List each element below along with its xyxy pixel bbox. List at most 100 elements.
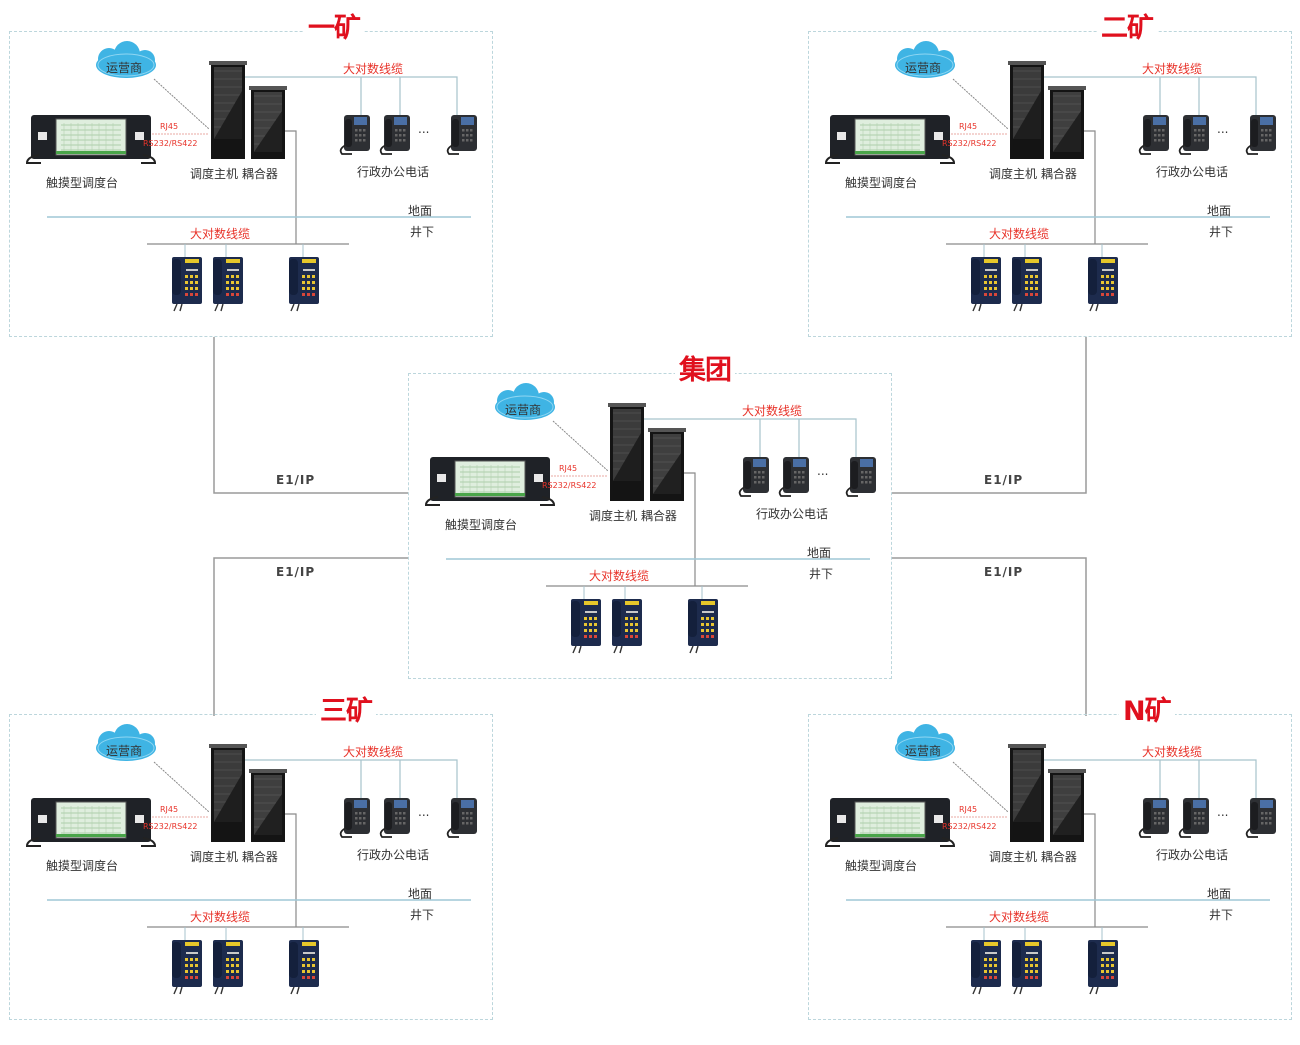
office-cable-lines (644, 418, 857, 457)
dispatch-host-cabinet-icon (209, 61, 247, 159)
office-ip-phone-icon (446, 798, 477, 838)
site-drawing (824, 41, 1276, 312)
office-ip-phone-icon (379, 798, 410, 838)
site-drawing (424, 383, 876, 654)
site-title: 二矿 (1097, 14, 1157, 44)
office-phones-label: 行政办公电话 (756, 507, 829, 521)
explosion-proof-phone-icon (172, 940, 202, 995)
operator-cloud-icon (495, 383, 555, 420)
operator-link-line (952, 78, 1009, 130)
coupler-cabinet-icon (648, 428, 686, 501)
underground-label: 井下 (410, 908, 435, 922)
underground-cable-label: 大对数线缆 (589, 569, 650, 583)
host-underground-line (1084, 130, 1096, 244)
dispatch-host-cabinet-icon (1008, 744, 1046, 842)
office-ip-phone-icon (1178, 798, 1209, 838)
site-drawing (824, 724, 1276, 995)
rj45-label: RJ45 (160, 805, 179, 814)
operator-cloud-icon (96, 724, 156, 761)
underground-cable-lines (946, 926, 1148, 940)
office-ip-phone-icon (339, 798, 370, 838)
explosion-proof-phone-icon (971, 257, 1001, 312)
office-cable-label: 大对数线缆 (742, 404, 803, 418)
underground-label: 井下 (1209, 225, 1234, 239)
link-line-mine-2 (892, 337, 1087, 494)
office-phones-label: 行政办公电话 (357, 165, 430, 179)
office-cable-label: 大对数线缆 (1142, 62, 1203, 76)
touch-console-icon (424, 457, 556, 506)
office-phones-label: 行政办公电话 (1156, 848, 1229, 862)
office-ip-phone-icon (1245, 798, 1276, 838)
dispatch-host-cabinet-icon (1008, 61, 1046, 159)
office-cable-lines (245, 76, 458, 115)
explosion-proof-phone-icon (571, 599, 601, 654)
ground-label: 地面 (1207, 204, 1232, 218)
office-cable-lines (1044, 76, 1257, 115)
ground-label: 地面 (408, 887, 433, 901)
office-phones-label: 行政办公电话 (357, 848, 430, 862)
underground-cable-label: 大对数线缆 (989, 227, 1050, 241)
ground-label: 地面 (807, 546, 832, 560)
explosion-proof-phone-icon (612, 599, 642, 654)
office-cable-label: 大对数线缆 (343, 62, 404, 76)
operator-cloud-label: 运营商 (106, 61, 143, 75)
operator-link-line (952, 761, 1009, 813)
serial-label: RS232/RS422 (542, 481, 597, 490)
site-drawing (25, 724, 477, 995)
office-phones-label: 行政办公电话 (1156, 165, 1229, 179)
operator-cloud-label: 运营商 (106, 744, 143, 758)
site-title: 三矿 (316, 697, 376, 727)
dispatch-host-cabinet-icon (209, 744, 247, 842)
site-title: 集团 (675, 356, 735, 386)
office-ip-phone-icon (446, 115, 477, 155)
touch-console-label: 触摸型调度台 (46, 859, 119, 873)
explosion-proof-phone-icon (213, 940, 243, 995)
operator-cloud-label: 运营商 (905, 744, 942, 758)
underground-label: 井下 (410, 225, 435, 239)
touch-console-label: 触摸型调度台 (845, 859, 918, 873)
site-title: 一矿 (304, 14, 364, 44)
coupler-cabinet-icon (1048, 86, 1086, 159)
host-underground-line (285, 813, 297, 927)
host-coupler-label: 调度主机 耦合器 (589, 509, 677, 523)
underground-label: 井下 (1209, 908, 1234, 922)
office-ip-phone-icon (1245, 115, 1276, 155)
office-cable-lines (245, 759, 458, 798)
explosion-proof-phone-icon (1012, 940, 1042, 995)
touch-console-icon (25, 798, 157, 847)
office-cable-lines (1044, 759, 1257, 798)
ellipsis-label: ... (418, 805, 430, 819)
touch-console-label: 触摸型调度台 (445, 518, 518, 532)
office-ip-phone-icon (339, 115, 370, 155)
office-cable-label: 大对数线缆 (1142, 745, 1203, 759)
ellipsis-label: ... (1217, 122, 1229, 136)
operator-cloud-label: 运营商 (505, 403, 542, 417)
link-label-mine-3: E1/IP (276, 565, 316, 579)
serial-label: RS232/RS422 (942, 822, 997, 831)
office-ip-phone-icon (1138, 798, 1169, 838)
rj45-label: RJ45 (959, 122, 978, 131)
office-ip-phone-icon (1138, 115, 1169, 155)
explosion-proof-phone-icon (289, 940, 319, 995)
rj45-label: RJ45 (959, 805, 978, 814)
ground-label: 地面 (408, 204, 433, 218)
host-coupler-label: 调度主机 耦合器 (190, 167, 278, 181)
explosion-proof-phone-icon (688, 599, 718, 654)
coupler-cabinet-icon (249, 769, 287, 842)
explosion-proof-phone-icon (172, 257, 202, 312)
operator-cloud-label: 运营商 (905, 61, 942, 75)
host-coupler-label: 调度主机 耦合器 (190, 850, 278, 864)
host-coupler-label: 调度主机 耦合器 (989, 167, 1077, 181)
office-cable-label: 大对数线缆 (343, 745, 404, 759)
explosion-proof-phone-icon (1088, 940, 1118, 995)
ellipsis-label: ... (418, 122, 430, 136)
touch-console-label: 触摸型调度台 (845, 176, 918, 190)
dispatch-host-cabinet-icon (608, 403, 646, 501)
host-underground-line (684, 472, 696, 586)
operator-link-line (552, 420, 609, 472)
office-ip-phone-icon (379, 115, 410, 155)
